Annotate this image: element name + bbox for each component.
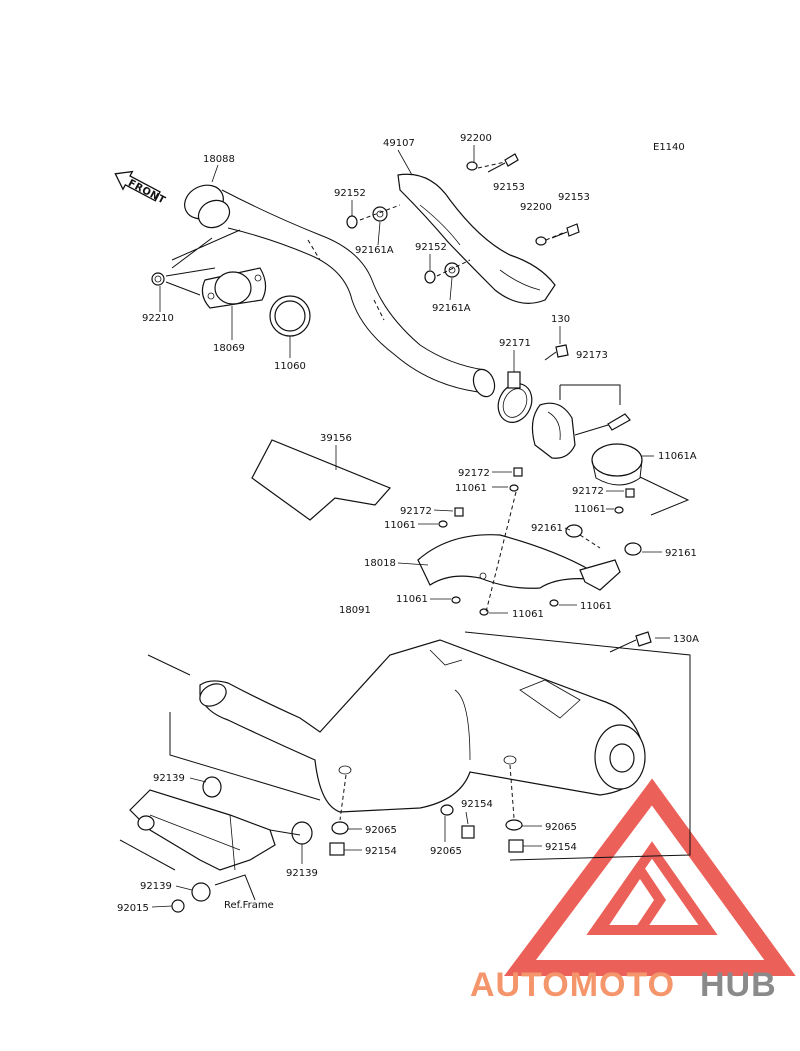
label-92139c: 92139 xyxy=(140,881,172,892)
label-92065a: 92065 xyxy=(365,825,397,836)
label-92152b: 92152 xyxy=(415,242,447,253)
label-11061b: 11061 xyxy=(384,520,416,531)
label-92065c: 92065 xyxy=(545,822,577,833)
label-92139b: 92139 xyxy=(286,868,318,879)
bracket-92173 xyxy=(531,402,631,459)
label-92161b: 92161 xyxy=(665,548,697,559)
label-92065b: 92065 xyxy=(430,846,462,857)
label-92152a: 92152 xyxy=(334,188,366,199)
label-11061a: 11061 xyxy=(455,483,487,494)
label-92154b: 92154 xyxy=(461,799,493,810)
washer-92065a xyxy=(331,821,349,835)
label-92172c: 92172 xyxy=(572,486,604,497)
label-130A: 130A xyxy=(673,634,699,645)
heat-shield-18018 xyxy=(417,534,621,591)
bolt-130 xyxy=(544,344,569,361)
bolt-92154b xyxy=(461,825,475,839)
ref-frame-label: Ref.Frame xyxy=(224,900,274,911)
bolt-92154c xyxy=(508,839,524,853)
exhaust-flange-gasket xyxy=(201,267,267,309)
leader-lines xyxy=(151,145,670,908)
header-pipe xyxy=(184,184,496,398)
label-92161Ab: 92161A xyxy=(432,303,471,314)
nut-92015 xyxy=(171,899,185,913)
muffler-18091 xyxy=(199,639,646,813)
label-92172b: 92172 xyxy=(400,506,432,517)
brand-text-automoto: AUTOMOTO xyxy=(470,966,675,1004)
label-11061c: 11061 xyxy=(574,504,606,515)
bolt-92154a xyxy=(329,842,345,856)
washer-92152b xyxy=(424,270,436,284)
label-49107: 49107 xyxy=(383,138,415,149)
brand-text-hub: HUB xyxy=(700,966,777,1004)
bolt-92172b xyxy=(454,507,464,517)
frame-bracket xyxy=(129,789,276,871)
insulator-pad-39156 xyxy=(251,439,392,521)
label-92173: 92173 xyxy=(576,350,608,361)
label-18069: 18069 xyxy=(213,343,245,354)
bolt-92153a xyxy=(487,153,519,173)
label-92172a: 92172 xyxy=(458,468,490,479)
label-92153b: 92153 xyxy=(558,192,590,203)
front-label: FRONT xyxy=(126,178,167,207)
label-11060: 11060 xyxy=(274,361,306,372)
label-130: 130 xyxy=(551,314,570,325)
label-92139a: 92139 xyxy=(153,773,185,784)
label-92161Aa: 92161A xyxy=(355,245,394,256)
heat-guard-upper xyxy=(397,173,556,304)
label-92154a: 92154 xyxy=(365,846,397,857)
washer-92152a xyxy=(346,215,358,229)
bolt-92172a xyxy=(513,467,523,477)
watermark-logo-icon xyxy=(504,778,796,976)
washer-92065c xyxy=(505,819,523,831)
grommet-92161Ab xyxy=(444,262,460,278)
label-92200a: 92200 xyxy=(460,133,492,144)
exhaust-ring-gasket xyxy=(269,295,311,337)
label-11061A: 11061A xyxy=(658,451,697,462)
damper-92139c xyxy=(191,882,211,902)
label-18091: 18091 xyxy=(339,605,371,616)
label-92153a: 92153 xyxy=(493,182,525,193)
bolt-130A xyxy=(609,631,652,653)
label-92210: 92210 xyxy=(142,313,174,324)
label-11061e: 11061 xyxy=(512,609,544,620)
damper-92139a xyxy=(202,776,222,798)
clamp-92171 xyxy=(497,371,533,423)
label-92171: 92171 xyxy=(499,338,531,349)
label-11061f: 11061 xyxy=(580,601,612,612)
washer-92200b xyxy=(535,236,547,246)
bolt-92153b xyxy=(551,223,580,239)
front-arrow-icon: FRONT xyxy=(114,170,167,207)
bolt-92172c xyxy=(625,488,635,498)
grommet-92161b xyxy=(624,542,642,556)
label-18018: 18018 xyxy=(364,558,396,569)
muffler-ring-11061A xyxy=(591,443,643,486)
washer-92065b xyxy=(440,804,454,816)
label-92200b: 92200 xyxy=(520,202,552,213)
grommet-92161Aa xyxy=(372,206,388,222)
label-18088: 18088 xyxy=(203,154,235,165)
grommet-92161a xyxy=(565,524,583,538)
washer-92200a xyxy=(466,161,478,171)
part-labels: E1140 18088 49107 92200 92153 92152 9216… xyxy=(117,133,699,914)
label-92015: 92015 xyxy=(117,903,149,914)
label-92154c: 92154 xyxy=(545,842,577,853)
label-92161a: 92161 xyxy=(531,523,563,534)
label-11061d: 11061 xyxy=(396,594,428,605)
nut-92210 xyxy=(151,272,165,286)
damper-92139b xyxy=(291,821,313,845)
diagram-code: E1140 xyxy=(653,142,685,153)
label-39156: 39156 xyxy=(320,433,352,444)
washers-11061 xyxy=(438,484,624,616)
